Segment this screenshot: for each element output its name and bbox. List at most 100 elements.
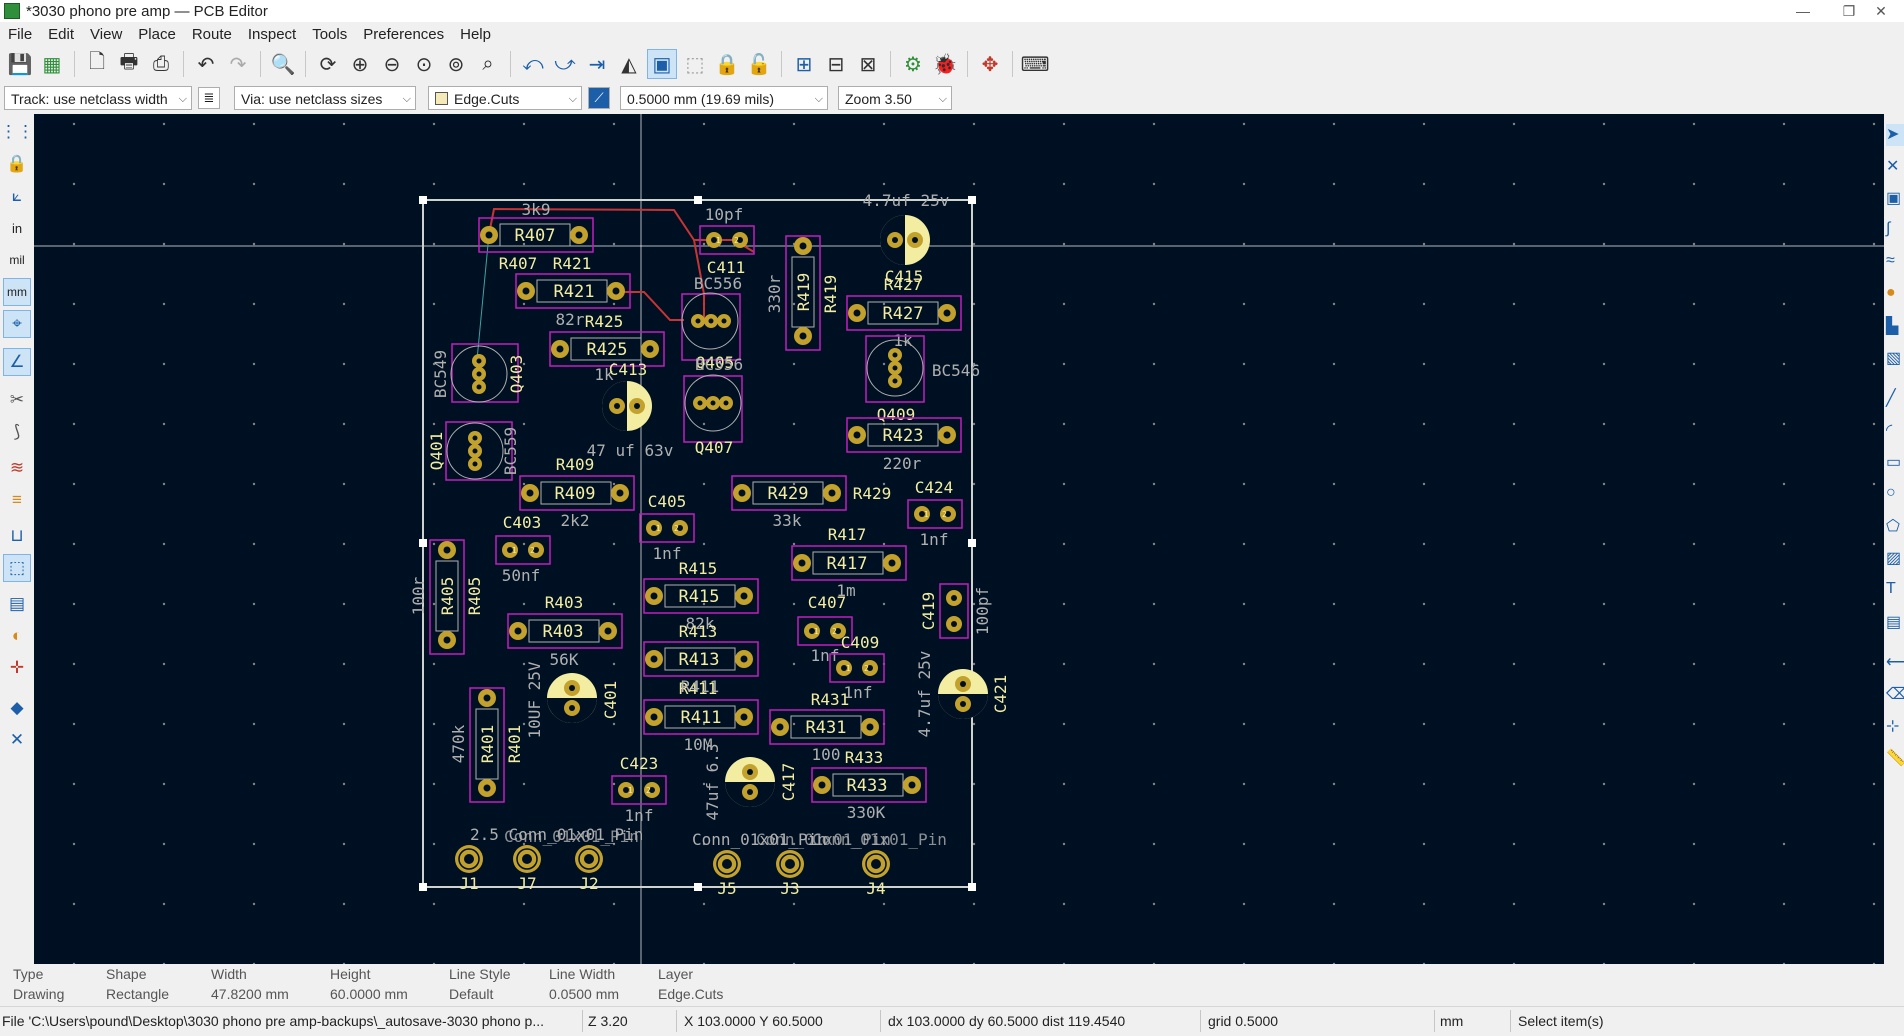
add-via-icon[interactable]: ● [1886,284,1896,301]
footprint-r421[interactable]: R421 R421 82r [515,254,631,329]
layer-pair-icon[interactable]: ⟋ [588,87,610,109]
board-setup-icon[interactable]: ▦ [42,53,62,76]
footprint-r407[interactable]: R407 3k9 R407 [478,200,594,273]
footprint-r403[interactable]: R403 R403 56K [507,593,623,669]
footprint-r417[interactable]: R417 R417 1m [791,525,907,600]
pad-mode-icon[interactable]: ◐ [11,626,23,645]
group-icon[interactable]: ▣ [647,49,677,79]
minimize-button[interactable]: — [1796,3,1810,19]
rotate-cw-icon[interactable]: ⤻ [554,52,576,75]
footprint-r413[interactable]: R413 R413 [643,622,759,677]
save-icon[interactable]: 💾 [7,53,33,76]
connector-j5[interactable]: J5 [713,850,741,898]
track-width-select[interactable]: Track: use netclass width⌵ [4,86,192,110]
unit-mm-button[interactable]: mm [3,278,31,306]
grid-toggle-icon[interactable]: ⋮⋮ [0,122,34,141]
zoom-fit-icon[interactable]: ⊙ [415,53,433,76]
rotate-ccw-icon[interactable]: ⤺ [522,52,544,75]
netlist-icon[interactable]: ⊞ [795,53,813,76]
drc-icon[interactable]: 🐞 [932,53,958,76]
delete-tool-icon[interactable]: ⌫ [1886,686,1904,703]
footprint-r411[interactable]: R411 R411 R411 10M [643,677,759,754]
menu-preferences[interactable]: Preferences [363,25,445,43]
zone-outline-icon[interactable]: ⬚ [3,554,31,582]
board-outline[interactable] [419,196,976,891]
track-outline-icon[interactable]: ≡ [12,490,22,509]
draw-rect-icon[interactable]: ▭ [1886,454,1902,471]
crosshair-icon[interactable]: ✛ [9,658,25,677]
footprint-r431[interactable]: R431 R431 100 [769,690,885,764]
footprint-c407[interactable]: C407 1nf [797,593,853,665]
unit-mil-button[interactable]: mil [3,246,31,274]
unlock-icon[interactable]: 🔓 [746,53,772,76]
connector-j4[interactable]: J4 [862,850,890,898]
zoom-objects-icon[interactable]: ⊚ [447,53,465,76]
add-textbox-icon[interactable]: ▤ [1886,614,1902,631]
mirror-icon[interactable]: ◭ [621,53,637,76]
grid-origin-icon[interactable]: ⊹ [1886,718,1900,735]
lock-icon[interactable]: 🔒 [714,53,740,76]
highlight-net-icon[interactable]: ≋ [9,458,25,477]
menu-route[interactable]: Route [191,25,232,43]
lock-toggle-icon[interactable]: 🔒 [6,154,28,173]
connector-j1[interactable]: J1 [455,845,483,893]
footprint-r415[interactable]: R415 R415 82k [643,559,759,633]
draw-polygon-icon[interactable]: ⬠ [1886,518,1900,535]
zoom-in-icon[interactable]: ⊕ [351,53,369,76]
route-track-icon[interactable]: ∫ [1886,220,1891,237]
add-footprint-icon[interactable]: ▣ [1886,190,1902,207]
footprint-r429[interactable]: R429 R429 33k [731,475,891,530]
find-icon[interactable]: 🔍 [270,53,296,76]
draw-circle-icon[interactable]: ○ [1886,484,1896,501]
layer-select[interactable]: Edge.Cuts⌵ [428,86,582,110]
ungroup-icon[interactable]: ⬚ [685,53,705,76]
footprint-c401[interactable]: 10UF 25V C401 [525,661,620,738]
via-mode-icon[interactable]: ⊔ [10,526,24,545]
scripting-console-icon[interactable]: ⌨ [1020,53,1050,76]
layers-manager-icon[interactable]: ◆ [10,698,24,717]
rule-area-icon[interactable]: ▧ [1886,350,1902,367]
close-button[interactable]: ✕ [1875,2,1887,19]
add-zone-icon[interactable]: ▙ [1886,318,1899,335]
footprint-c423[interactable]: C423 1nf [611,754,667,825]
dimension-icon[interactable]: ⟷ [1886,654,1904,671]
footprint-c405[interactable]: C405 1nf [639,492,695,563]
unit-inch-button[interactable]: in [3,214,31,242]
footprint-c411[interactable]: 10pf C411 [699,205,755,277]
footprint-q403[interactable]: BC549 Q403 [431,343,526,403]
polar-coords-icon[interactable]: ⟀ [11,186,23,205]
menu-file[interactable]: File [8,25,33,43]
footprint-r419[interactable]: R419 330r R419 [765,235,840,351]
connectors[interactable]: 2.5 Conn_01x01_Pin Conn_01x01_Pin Conn_0… [455,825,947,898]
zone-fill-icon[interactable]: ▤ [8,594,26,613]
route-icon[interactable]: ✥ [981,53,999,76]
footprint-q407[interactable]: BC556 Q407 [683,355,743,457]
draw-line-icon[interactable]: ╱ [1886,390,1896,407]
connector-j7[interactable]: J7 [513,845,541,893]
footprint-c421[interactable]: 4.7uf 25v C421 [915,651,1010,738]
ratsnest-icon[interactable]: ✂ [9,390,25,409]
flip-icon[interactable]: ⇥ [588,53,606,76]
plot-icon[interactable]: ⎙ [153,52,169,75]
board-view[interactable]: R407 3k9 R407 R421 R421 82r R425 R425 1k… [34,114,1884,964]
connector-j3[interactable]: J3 [776,850,804,898]
cursor-icon[interactable]: ⌖ [3,310,31,338]
menu-help[interactable]: Help [460,25,491,43]
pcb-canvas[interactable]: R407 3k9 R407 R421 R421 82r R425 R425 1k… [34,114,1884,964]
menu-edit[interactable]: Edit [48,25,75,43]
select-tool-icon[interactable]: ➤ [1886,124,1904,146]
footprint-c403[interactable]: C403 50nf [495,513,551,585]
footprint-c415[interactable]: 4.7uf 25v C415 [863,191,950,286]
schematic-icon[interactable]: ⚙ [904,53,922,76]
footprint-r423[interactable]: R423 220r [846,417,962,473]
footprint-c413[interactable]: C413 47 uf 63v [587,360,674,460]
footprint-r405[interactable]: R405 100r R405 [409,539,484,655]
footprint-browser-icon[interactable]: ⊠ [859,53,877,76]
footprint-c424[interactable]: C424 1nf [907,478,963,549]
draw-arc-icon[interactable]: ◜ [1886,422,1893,439]
zoom-select[interactable]: Zoom 3.50⌵ [838,86,952,110]
angle-snap-icon[interactable]: ∠ [3,348,31,376]
netclass-icon[interactable]: ≣ [198,87,220,109]
refresh-icon[interactable]: ⟳ [319,53,337,76]
footprint-editor-icon[interactable]: ⊟ [827,53,845,76]
